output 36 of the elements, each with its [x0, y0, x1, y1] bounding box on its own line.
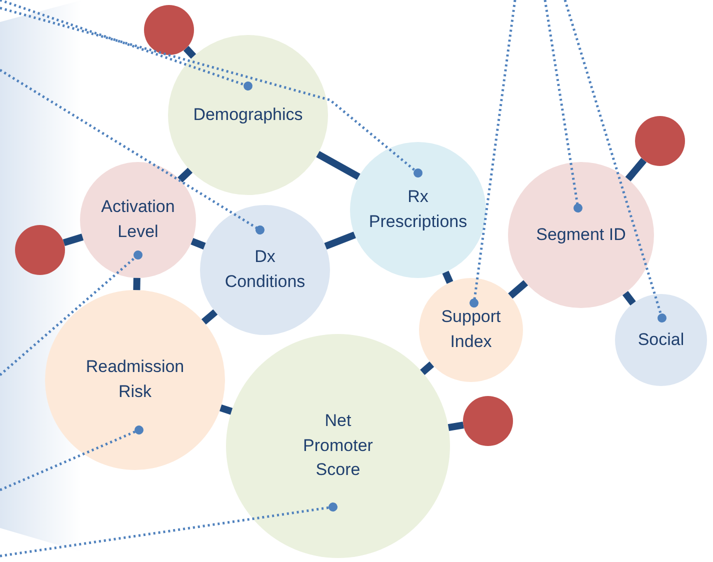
leader-line	[0, 0, 252, 90]
node-label: Net Promoter Score	[302, 410, 374, 482]
connector-line	[316, 150, 360, 180]
connector-line	[190, 238, 206, 250]
connector-line	[201, 309, 218, 325]
connector-line	[62, 234, 84, 246]
node-label: Social	[638, 328, 684, 351]
connector-line	[448, 422, 464, 432]
leader-line	[470, 0, 516, 308]
connector-line	[178, 168, 193, 182]
dot-node	[144, 5, 194, 55]
node-label: Activation Level	[100, 196, 176, 243]
connector-line	[420, 362, 434, 376]
node-label: Segment ID	[536, 224, 626, 246]
node-label: Dx Conditions	[224, 246, 306, 293]
node-label: Demographics	[193, 104, 303, 126]
dot-node	[463, 396, 513, 446]
leader-line	[0, 250, 142, 376]
connector-line	[622, 290, 636, 306]
connector-line	[442, 270, 454, 284]
leader-line	[0, 426, 144, 492]
leader-line	[564, 0, 666, 322]
connector-line	[220, 404, 233, 415]
connector-line	[508, 280, 528, 299]
connector-line	[183, 46, 196, 59]
connector-line	[133, 278, 140, 290]
node-label: Rx Prescriptions	[368, 186, 468, 233]
leader-line	[0, 502, 338, 558]
leader-line	[0, 68, 264, 234]
connector-line	[324, 232, 356, 250]
dot-node	[635, 116, 685, 166]
node-label: Readmission Risk	[84, 356, 186, 403]
leader-line	[0, 6, 422, 178]
connector-line	[625, 158, 647, 182]
node-label: Support Index	[440, 306, 502, 353]
leader-line	[544, 0, 582, 212]
